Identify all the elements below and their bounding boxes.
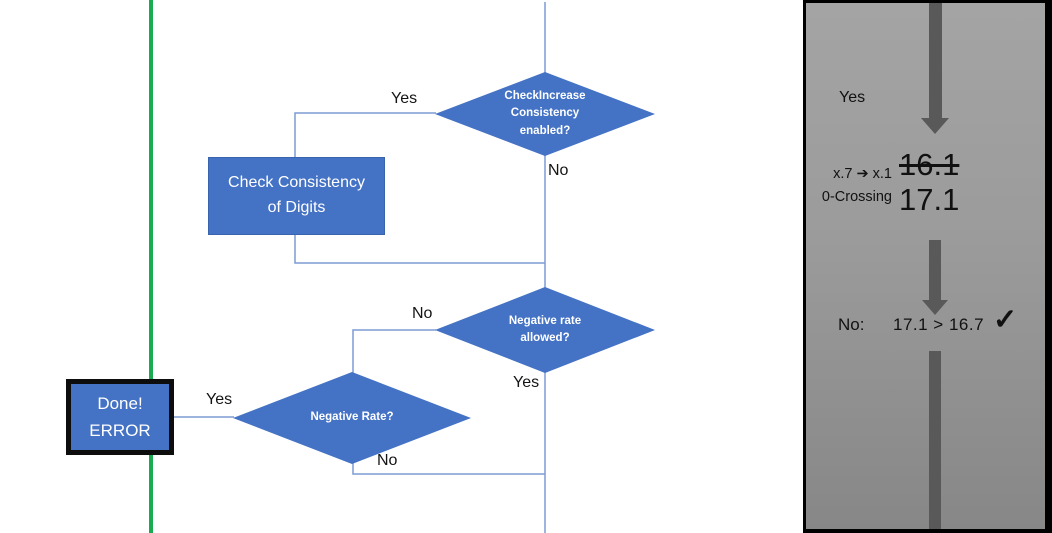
- down-arrow-icon-mid-shaft: [929, 240, 941, 300]
- comparison-expression: 17.1 > 16.7: [893, 315, 985, 334]
- terminal-done-error: Done! ERROR: [66, 379, 174, 455]
- rule-note-line1: x.7 ➔ x.1: [833, 166, 892, 182]
- branch-label-yes-mid: Yes: [513, 374, 540, 391]
- green-vertical-line: [149, 0, 153, 533]
- branch-label-yes-bottom: Yes: [206, 391, 233, 408]
- connector-no-to-negative-rate: [352, 329, 436, 374]
- branch-label-yes-top: Yes: [391, 90, 418, 107]
- down-arrow-icon-top-shaft: [929, 3, 942, 118]
- panel-yes-label: Yes: [839, 89, 866, 106]
- value-old-strikethrough: 16.1: [899, 147, 960, 182]
- down-arrow-icon-bottom-shaft: [929, 351, 941, 529]
- rule-note: x.7 ➔ x.1 0-Crossing: [806, 163, 892, 209]
- branch-label-no-mid: No: [412, 305, 433, 322]
- branch-label-no-bottom: No: [377, 452, 398, 469]
- rule-note-line2: 0-Crossing: [821, 189, 892, 205]
- down-arrow-icon-top-head: [921, 118, 949, 134]
- branch-label-no-top: No: [548, 162, 569, 179]
- check-icon: ✓: [993, 304, 1018, 336]
- process-check-consistency-of-digits: Check Consistency of Digits: [208, 157, 385, 235]
- comparison-result-label: No:: [838, 315, 865, 334]
- connector-no-return: [352, 461, 545, 475]
- decision-check-increase-label: CheckIncrease Consistency enabled?: [504, 90, 586, 137]
- process-check-consistency-label: Check Consistency of Digits: [228, 174, 365, 216]
- decision-negative-allowed-label: Negative rate allowed?: [508, 314, 582, 344]
- down-arrow-icon-mid-head: [922, 300, 948, 315]
- connector-yes-to-check-consistency: [294, 112, 436, 158]
- connector-check-consistency-return: [294, 234, 545, 264]
- value-new: 17.1: [899, 182, 960, 217]
- terminal-done-error-label: Done! ERROR: [89, 393, 151, 440]
- decision-negative-rate-label: Negative Rate?: [310, 411, 394, 424]
